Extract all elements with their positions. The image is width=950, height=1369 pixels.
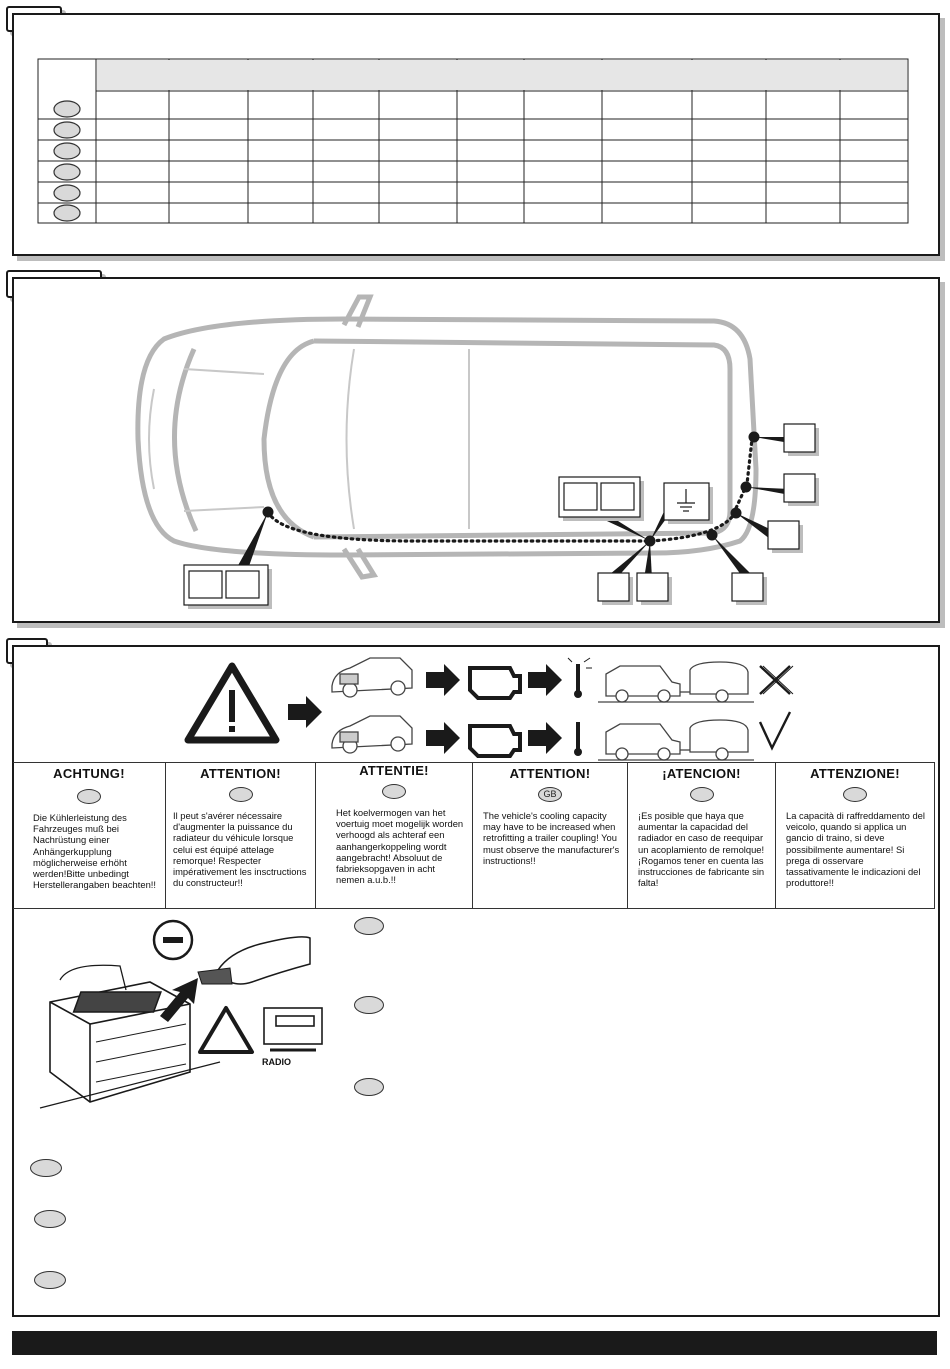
step-marker bbox=[34, 1271, 66, 1289]
lang-title: ATTENZIONE! bbox=[810, 766, 900, 781]
parts-table bbox=[37, 58, 909, 224]
battery-icon bbox=[49, 964, 191, 1103]
cooling-pictograms bbox=[184, 657, 794, 761]
minus-icon bbox=[152, 919, 194, 961]
lang-text: Il peut s'avérer nécessaire d'augmenter … bbox=[173, 810, 307, 889]
lang-title: ATTENTIE! bbox=[359, 763, 429, 778]
lang-col-gb: ATTENTION! GB The vehicle's cooling capa… bbox=[473, 762, 628, 908]
step-marker bbox=[354, 996, 384, 1014]
cross-icon bbox=[759, 665, 794, 695]
divider bbox=[13, 908, 935, 909]
battery-illustration bbox=[39, 919, 323, 1109]
lang-badge bbox=[382, 784, 406, 799]
engine-icon bbox=[468, 666, 522, 758]
lang-badge: GB bbox=[538, 787, 562, 802]
lang-badge bbox=[843, 787, 867, 802]
lang-badge bbox=[689, 787, 714, 802]
lang-badge bbox=[228, 787, 253, 802]
thermometer-icon bbox=[574, 664, 582, 756]
warning-panel bbox=[12, 645, 940, 1317]
lang-text: Het koelvermogen van het voertuig moet m… bbox=[336, 807, 464, 886]
step-marker bbox=[354, 917, 384, 935]
lang-col-de: ACHTUNG! Die Kühlerleistung des Fahrzeug… bbox=[13, 762, 166, 908]
lang-col-nl: ATTENTIE! Het koelvermogen van het voert… bbox=[316, 762, 473, 908]
radio-icon bbox=[263, 1007, 323, 1052]
lang-text: ¡Es posible que haya que aumentar la cap… bbox=[638, 810, 765, 889]
lang-title: ATTENTION! bbox=[509, 766, 591, 781]
parts-table-panel bbox=[12, 13, 940, 256]
lang-text: La capacità di raffreddamento del veicol… bbox=[786, 810, 925, 889]
warning-triangle-icon bbox=[198, 1006, 254, 1054]
step-marker bbox=[34, 1210, 66, 1228]
car-wiring-diagram bbox=[135, 294, 819, 609]
ground-symbol-icon bbox=[677, 489, 695, 512]
lang-col-es: ¡ATENCION! ¡Es posible que haya que aume… bbox=[628, 762, 776, 908]
arrow-right-icon bbox=[288, 696, 322, 728]
lang-col-fr: ATTENTION! Il peut s'avérer nécessaire d… bbox=[166, 762, 316, 908]
step-marker bbox=[354, 1078, 384, 1096]
lang-col-it: ATTENZIONE! La capacità di raffreddament… bbox=[776, 762, 935, 908]
wiring-diagram-panel bbox=[12, 277, 940, 623]
lang-title: ATTENTION! bbox=[200, 766, 281, 781]
lang-title: ¡ATENCION! bbox=[662, 766, 741, 781]
divider bbox=[13, 762, 935, 763]
lang-title: ACHTUNG! bbox=[53, 766, 125, 781]
step-marker bbox=[30, 1159, 62, 1177]
arrow-icon bbox=[160, 978, 198, 1022]
footer-bar bbox=[12, 1331, 937, 1355]
lang-text: The vehicle's cooling capacity may have … bbox=[483, 810, 620, 866]
radio-label: RADIO bbox=[262, 1057, 291, 1067]
warning-triangle-icon bbox=[184, 662, 280, 744]
lang-badge bbox=[77, 789, 101, 804]
check-icon bbox=[758, 711, 792, 751]
lang-text: Die Kühlerleistung des Fahrzeuges muß be… bbox=[33, 812, 157, 891]
